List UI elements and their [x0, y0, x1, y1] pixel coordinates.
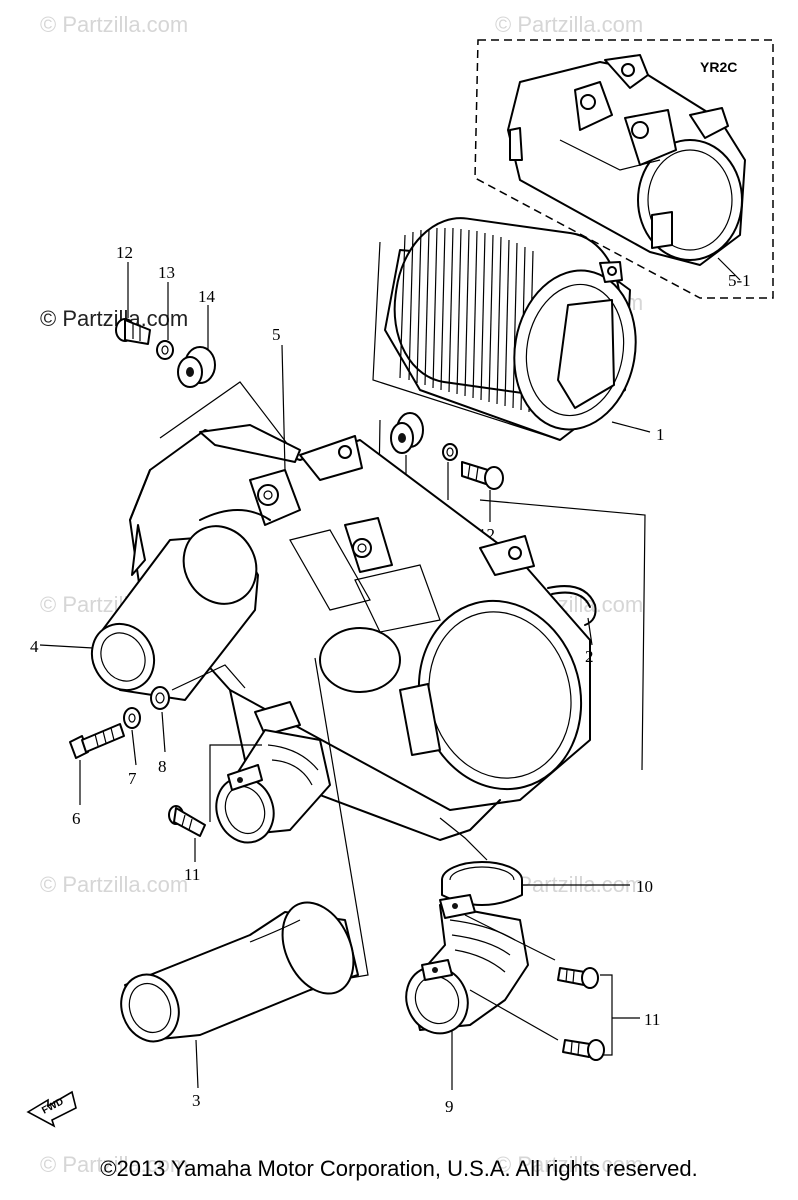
bolt-6-part [69, 723, 125, 759]
leader-8 [161, 711, 166, 753]
callout-1: 1 [656, 425, 665, 444]
leader-1-bracket [372, 241, 561, 441]
callout-13-left: 13 [158, 263, 175, 282]
variant-label: YR2C [700, 59, 737, 75]
leader-bolt-bracket [171, 664, 246, 691]
leader-grommet-left-bracket [159, 381, 293, 451]
grommet-14-left-part [177, 346, 216, 388]
callout-2: 2 [585, 647, 594, 666]
fwd-arrow-icon: FWD [26, 1090, 77, 1128]
leader-case-bracket [479, 499, 646, 771]
air-box-cover-part [507, 54, 746, 266]
callout-5-1: 5-1 [728, 271, 751, 290]
callout-4: 4 [30, 637, 39, 656]
bolt-11-lower-a-part [557, 967, 599, 989]
air-box-case-part [129, 424, 591, 841]
callout-14-left: 14 [198, 287, 216, 306]
joint-9-part [405, 894, 529, 1035]
joint-small-upper-part [215, 729, 331, 844]
bolt-11-lower-b-part [562, 1039, 605, 1061]
leader-duct-bracket [314, 657, 369, 979]
callout-10: 10 [636, 877, 653, 896]
leader-bolt-lower-b [469, 989, 559, 1041]
variant-box: YR2C 5-1 [474, 39, 774, 299]
leader-clamp-bracket [439, 817, 488, 861]
washer-13-left-part [156, 340, 174, 360]
leader-bolt-lower-a [464, 914, 556, 961]
callout-9: 9 [445, 1097, 454, 1116]
watermark-highlighted: © Partzilla.com [40, 306, 188, 331]
callout-3: 3 [192, 1091, 201, 1110]
washer-8-part [150, 686, 170, 710]
callout-11-lower: 11 [644, 1010, 660, 1029]
air-filter-element-part [384, 217, 637, 441]
watermark: © Partzilla.com [495, 1152, 643, 1177]
leader-upper-joint-bracket [209, 744, 262, 822]
screw-12-left-part [115, 318, 151, 345]
grommet-14-right-part [390, 412, 424, 454]
leader-5 [281, 344, 286, 471]
copyright-notice: ©2013 Yamaha Motor Corporation, U.S.A. A… [100, 1156, 698, 1181]
clip-2-part [547, 585, 597, 626]
screw-12-right-part [461, 461, 504, 490]
duct-3-part [120, 901, 359, 1043]
watermark: © Partzilla.com [40, 12, 188, 37]
bolt-11-upper-part [168, 805, 206, 837]
watermark: © Partzilla.com [40, 1152, 188, 1177]
callout-11-upper: 11 [184, 865, 200, 884]
leader-1 [611, 421, 651, 433]
leader-11-lower-bracket [600, 974, 613, 1056]
leader-7 [131, 729, 137, 766]
washer-7-part [123, 707, 141, 729]
leader-4 [39, 644, 94, 649]
washer-13-right-part [442, 443, 458, 461]
leader-5-1 [717, 257, 741, 281]
leader-3 [195, 1039, 199, 1089]
watermark: © Partzilla.com [495, 12, 643, 37]
joint-4-part [90, 525, 259, 701]
callout-12-left: 12 [116, 243, 133, 262]
watermark: © Partzilla.com [40, 872, 188, 897]
callout-6: 6 [72, 809, 81, 828]
callout-7: 7 [128, 769, 137, 788]
callout-5: 5 [272, 325, 281, 344]
callout-8: 8 [158, 757, 167, 776]
leader-2 [587, 617, 593, 646]
